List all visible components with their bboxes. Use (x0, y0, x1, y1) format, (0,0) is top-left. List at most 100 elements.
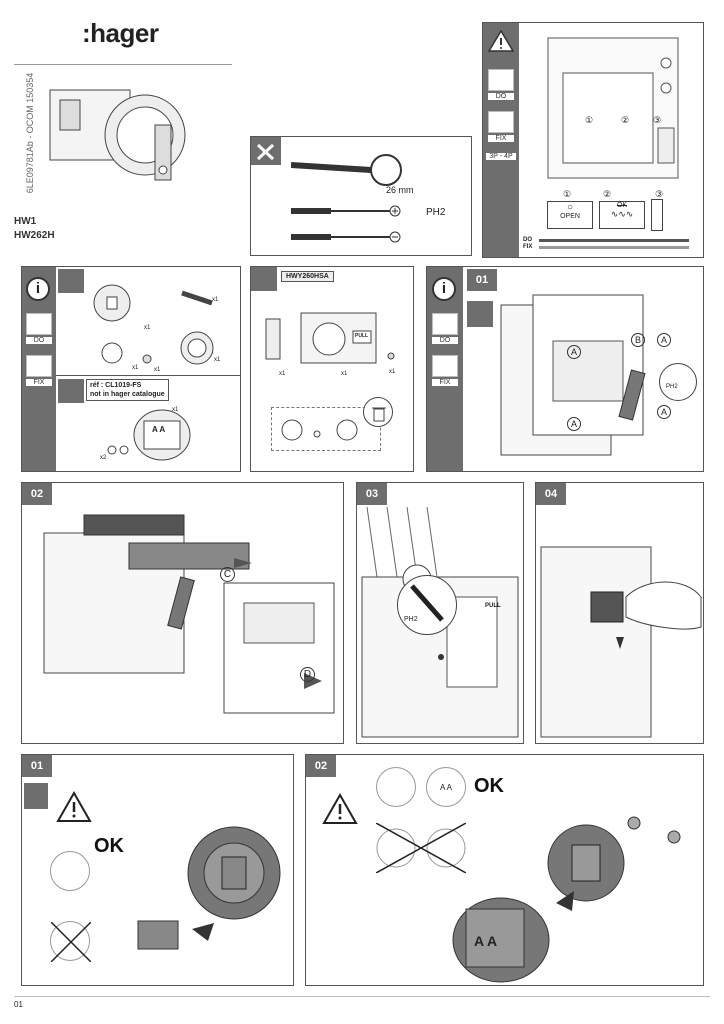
callout-b: B (631, 333, 645, 347)
model-hwy262h: HW262H (14, 230, 55, 241)
external-reference-note: réf : CL1019-FS not in hager catalogue (86, 379, 169, 401)
open-indicator: ○ OPEN (547, 201, 593, 229)
product-illustration (45, 80, 225, 190)
ph2-label: PH2 (426, 207, 446, 218)
aa-key-label: A A (152, 425, 166, 434)
warning-icon (322, 793, 358, 824)
step-number: 04 (536, 483, 566, 505)
qty-label: x2 (100, 455, 107, 461)
lock-mechanism-illustration (137, 826, 281, 950)
kit-package-icon (251, 267, 277, 291)
step-number: 01 (22, 755, 52, 777)
ok-label: OK (474, 775, 504, 797)
warning-icon (56, 791, 92, 822)
legend-fix: FIX (523, 244, 533, 250)
trash-icon (363, 397, 393, 427)
header-divider (14, 64, 232, 65)
external-package-icon (58, 379, 84, 403)
qty-label: x1 (214, 357, 221, 363)
kit-reference: HWY260HSA (281, 271, 334, 282)
callout-a: A (657, 405, 671, 419)
correct-cylinder: A A (426, 767, 466, 807)
step-04-panel: 04 (535, 482, 704, 744)
step-3-caption: ③ (655, 189, 664, 199)
callout-d: D (300, 667, 315, 682)
step-1-marker: ① (585, 115, 594, 125)
callout-a: A (567, 345, 581, 359)
do-label: DO (488, 93, 514, 100)
info-icon-2: i (432, 277, 456, 301)
correct-rotor (376, 767, 416, 807)
model-hw1: HW1 (14, 216, 37, 227)
tools-icon (251, 137, 281, 165)
qty-label: x1 (341, 371, 348, 377)
callout-a: A (657, 333, 671, 347)
kit-illustration (265, 312, 395, 364)
step-03-panel: 03 PH2 PULL (356, 482, 524, 744)
contents-panel: i DO FIX x1 x1 x1 x1 x1 réf : CL1019-FS … (21, 266, 241, 472)
callout-a: A (567, 417, 581, 431)
step-number: 02 (22, 483, 52, 505)
callout-c: C (220, 567, 235, 582)
qty-label: x1 (132, 365, 139, 371)
ph2-screwdriver-zoom: PH2 (397, 575, 457, 635)
step-02-panel: 02 C D (21, 482, 344, 744)
qty-label: x1 (279, 371, 286, 377)
warning-icon (488, 29, 514, 52)
step-1-caption: ① (563, 189, 572, 199)
correct-orientation (50, 851, 90, 891)
info-icon: i (26, 277, 50, 301)
poles-label: 3P - 4P (486, 153, 516, 160)
ok-label: OK (94, 835, 124, 857)
document-reference: 6LE09781Ab - OCOM 150354 (25, 72, 35, 194)
step-2-caption: ② (603, 189, 612, 199)
lock-cylinder-illustration (107, 409, 191, 461)
wrench-size: 26 mm (386, 185, 414, 195)
bottom-step-02-panel: 02 A A OK A A (305, 754, 704, 986)
contact-indicator (651, 199, 663, 231)
hager-logo: :hager (82, 18, 159, 48)
screwdriver-flat-icon (291, 231, 401, 243)
fix-label-3: FIX (432, 379, 458, 386)
breaker-removal-diagram (500, 294, 646, 456)
qty-label: x1 (154, 367, 161, 373)
step-01-panel: i DO FIX 01 A A A A B PH2 (426, 266, 704, 472)
step-2-marker: ② (621, 115, 630, 125)
step-number: 03 (357, 483, 387, 505)
fix-label: FIX (488, 135, 514, 142)
page-number: 01 (14, 1000, 23, 1009)
do-label-2: DO (26, 337, 52, 344)
bottom-step-01-panel: 01 OK (21, 754, 294, 986)
ok-indicator: OK ∿∿∿ (599, 201, 645, 229)
discard-parts-area (271, 407, 381, 451)
fix-label-2: FIX (26, 379, 52, 386)
do-label-3: DO (432, 337, 458, 344)
screwdriver-ph2-icon (291, 205, 401, 217)
lock-insert-icon (24, 783, 48, 809)
breaker-front-diagram (547, 37, 679, 179)
qty-label: x1 (212, 297, 219, 303)
warning-panel: DO FIX 3P - 4P ① ② ③ ① ② ③ ○ OPEN OK ∿∿∿… (482, 22, 704, 258)
step-number: 01 (467, 269, 497, 291)
wrench-icon (291, 154, 402, 186)
footer-divider (14, 996, 710, 997)
module-insert-diagram (540, 546, 702, 738)
legend-do: DO (523, 237, 532, 243)
pull-label: PULL (485, 603, 501, 609)
pull-label: PULL (355, 333, 369, 339)
cylinder-aa-label: A A (474, 933, 498, 949)
kit-parts-illustration (93, 284, 214, 365)
tools-panel: 26 mm PH2 (250, 136, 472, 256)
wrong-combination (376, 823, 466, 873)
ph2-screwdriver-detail: PH2 (659, 363, 697, 401)
wrong-orientation (50, 921, 91, 962)
extract-icon (467, 301, 493, 327)
qty-label: x1 (172, 407, 179, 413)
cylinder-assembly-illustration (452, 816, 681, 983)
qty-label: x1 (144, 325, 151, 331)
step-number: 02 (306, 755, 336, 777)
kit-panel: HWY260HSA PULL x1 x1 x1 (250, 266, 414, 472)
package-icon (58, 269, 84, 293)
cover-removal-diagram (43, 514, 335, 714)
qty-label: x1 (389, 369, 396, 375)
